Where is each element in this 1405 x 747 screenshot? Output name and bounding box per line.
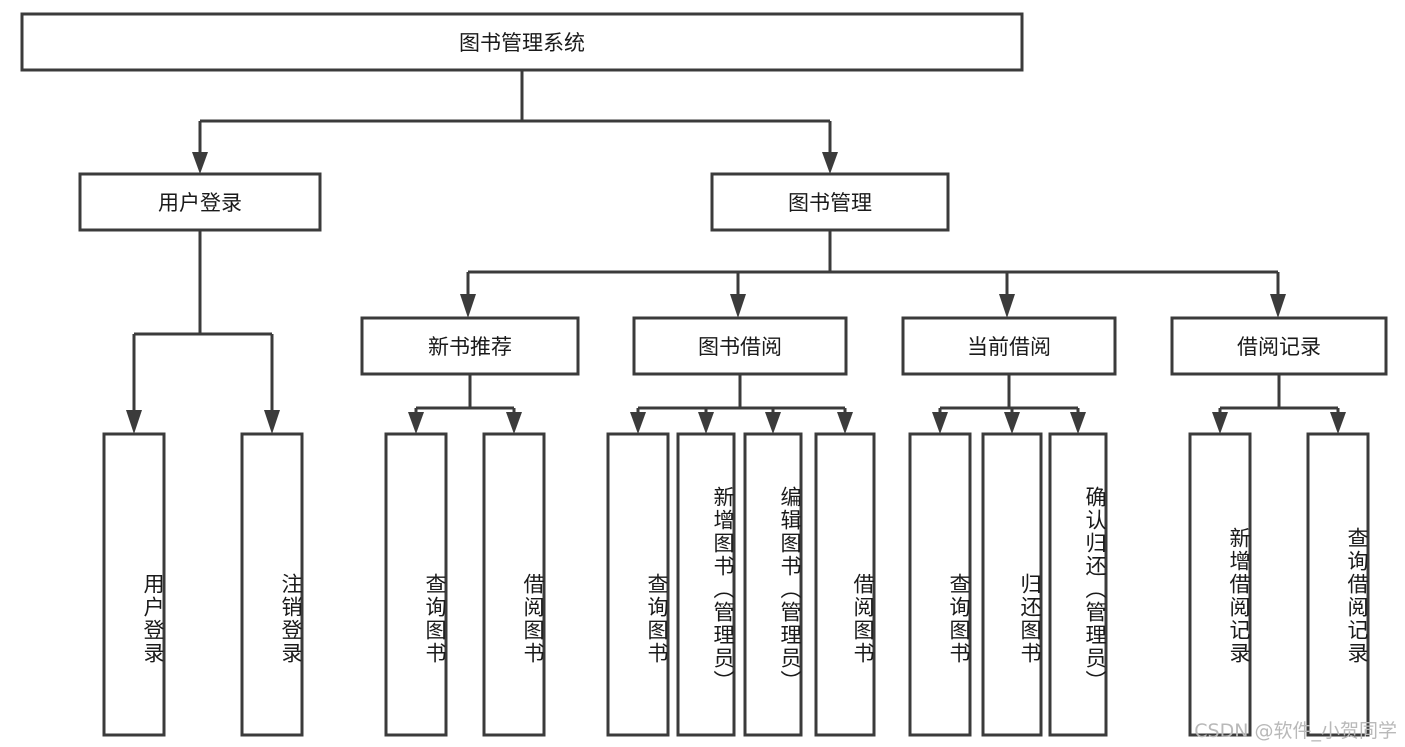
node-leaf-confirm-return-box[interactable] bbox=[1048, 432, 1108, 737]
node-book-manage-label: 图书管理 bbox=[788, 191, 872, 215]
node-borrow-record[interactable]: 借阅记录 bbox=[1170, 316, 1388, 376]
node-leaf-add-record-box[interactable] bbox=[1188, 432, 1252, 737]
watermark-text: CSDN @软件_小贺同学 bbox=[1194, 720, 1397, 742]
node-user-login[interactable]: 用户登录 bbox=[78, 172, 322, 232]
arrow-head-leaf-query-book-2 bbox=[630, 412, 646, 434]
node-book-borrow-box[interactable] bbox=[632, 316, 848, 376]
node-leaf-borrow-book-1-box[interactable] bbox=[482, 432, 546, 737]
node-book-borrow-label: 图书借阅 bbox=[698, 335, 782, 359]
node-leaf-return-book-box[interactable] bbox=[981, 432, 1043, 737]
node-borrow-record-label: 借阅记录 bbox=[1237, 335, 1321, 359]
node-leaf-user-logout-box[interactable] bbox=[240, 432, 304, 737]
node-leaf-query-book-2-box[interactable] bbox=[606, 432, 670, 737]
arrow-head-leaf-borrow-book-2 bbox=[837, 412, 853, 434]
node-leaf-query-record-box[interactable] bbox=[1306, 432, 1370, 737]
node-root-label: 图书管理系统 bbox=[459, 31, 585, 55]
node-leaf-edit-book-box[interactable] bbox=[743, 432, 803, 737]
node-book-borrow[interactable]: 图书借阅 bbox=[632, 316, 848, 376]
node-new-book-rec-label: 新书推荐 bbox=[428, 335, 512, 359]
arrow-head-leaf-user-logout bbox=[264, 410, 280, 434]
node-current-borrow-box[interactable] bbox=[901, 316, 1117, 376]
node-new-book-rec-box[interactable] bbox=[360, 316, 580, 376]
arrow-head-user-login bbox=[192, 152, 208, 174]
arrow-head-leaf-add-record bbox=[1212, 412, 1228, 434]
arrow-head-leaf-query-book-1 bbox=[408, 412, 424, 434]
node-leaf-user-login-box[interactable] bbox=[102, 432, 166, 737]
node-user-login-box[interactable] bbox=[78, 172, 322, 232]
arrow-head-book-manage bbox=[822, 152, 838, 174]
node-book-manage-box[interactable] bbox=[710, 172, 950, 232]
node-current-borrow-label: 当前借阅 bbox=[967, 335, 1051, 359]
node-new-book-rec[interactable]: 新书推荐 bbox=[360, 316, 580, 376]
node-borrow-record-box[interactable] bbox=[1170, 316, 1388, 376]
arrow-head-new-book-rec bbox=[460, 294, 476, 318]
node-root[interactable]: 图书管理系统 bbox=[20, 12, 1024, 72]
arrow-head-book-borrow bbox=[730, 294, 746, 318]
node-leaf-query-book-1-box[interactable] bbox=[384, 432, 448, 737]
node-leaf-borrow-book-2-box[interactable] bbox=[814, 432, 876, 737]
leaf-node-layer[interactable] bbox=[102, 432, 1370, 737]
node-leaf-add-book-box[interactable] bbox=[676, 432, 736, 737]
node-user-login-label: 用户登录 bbox=[158, 191, 242, 215]
arrow-head-leaf-query-record bbox=[1330, 412, 1346, 434]
node-root-box[interactable] bbox=[20, 12, 1024, 72]
node-leaf-query-book-3-box[interactable] bbox=[908, 432, 972, 737]
arrow-head-leaf-add-book bbox=[698, 412, 714, 434]
arrow-head-leaf-query-book-3 bbox=[932, 412, 948, 434]
arrow-head-leaf-edit-book bbox=[765, 412, 781, 434]
arrow-head-leaf-user-login bbox=[126, 410, 142, 434]
node-book-manage[interactable]: 图书管理 bbox=[710, 172, 950, 232]
connector-layer bbox=[126, 70, 1346, 434]
arrow-head-leaf-confirm-return bbox=[1070, 412, 1086, 434]
arrow-head-borrow-record bbox=[1270, 294, 1286, 318]
arrow-head-leaf-borrow-book-1 bbox=[506, 412, 522, 434]
node-current-borrow[interactable]: 当前借阅 bbox=[901, 316, 1117, 376]
arrow-head-leaf-return-book bbox=[1004, 412, 1020, 434]
arrow-head-current-borrow bbox=[999, 294, 1015, 318]
